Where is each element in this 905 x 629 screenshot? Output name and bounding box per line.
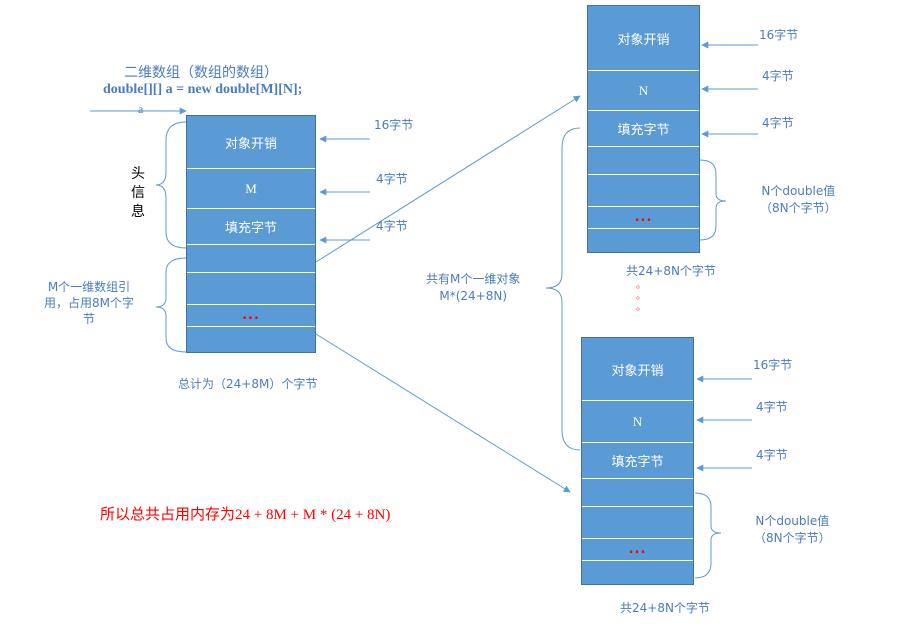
size-label: 4字节 [762, 116, 794, 130]
header-info-label: 头 信 息 [131, 166, 145, 220]
cell-padding: 填充字节 [588, 110, 699, 146]
cell-value [588, 228, 699, 254]
cell-length: M [187, 168, 315, 208]
values-brace-bottom [694, 492, 722, 579]
values-note: N个double值 （8N个字节） [760, 184, 837, 215]
cell-object-overhead: 对象开销 [611, 363, 664, 379]
main-array-block: 对象开销 M 填充字节 ... [186, 115, 316, 353]
more-rows-dots: 。 。 。 [636, 280, 646, 313]
values-brace-top [699, 159, 727, 241]
cell-ref-ellipsis: ... [187, 304, 315, 326]
cell-value [582, 506, 693, 538]
ellipsis: ... [242, 308, 260, 323]
code-line: double[][] a = new double[M][N]; [103, 82, 303, 97]
size-label: 16字节 [374, 118, 414, 132]
cell-value [588, 146, 699, 174]
refs-note: M个一维数组引 用，占用8M个字 节 [44, 280, 134, 326]
cell-ref [187, 244, 315, 272]
cell-object-overhead: 对象开销 [224, 136, 277, 152]
row-object-top: 对象开销 N 填充字节 ... [587, 5, 700, 253]
refs-brace [155, 257, 187, 353]
row-total: 共24+8N个字节 [626, 264, 716, 278]
size-label: 4字节 [762, 69, 794, 83]
group-brace [545, 127, 581, 451]
row-total: 共24+8N个字节 [620, 601, 710, 615]
cell-value [588, 174, 699, 206]
cell-value [582, 478, 693, 506]
size-label: 16字节 [753, 358, 793, 372]
conclusion-text: 所以总共占用内存为24 + 8M + M * (24 + 8N) [100, 507, 391, 523]
size-label: 4字节 [376, 172, 408, 186]
cell-ref [187, 326, 315, 354]
ref-label: a [138, 102, 144, 116]
size-label: 4字节 [756, 400, 788, 414]
cell-value-ellipsis: ... [582, 538, 693, 560]
values-note: N个double值 （8N个字节） [754, 514, 831, 545]
cell-length: N [588, 70, 699, 110]
header-brace [155, 121, 187, 249]
row-object-bottom: 对象开销 N 填充字节 ... [581, 337, 694, 585]
cell-length: N [582, 400, 693, 442]
pointer-arrow-top [315, 95, 581, 263]
main-total: 总计为（24+8M）个字节 [178, 377, 318, 391]
size-label: 4字节 [376, 219, 408, 233]
size-label: 16字节 [759, 28, 799, 42]
ellipsis: ... [628, 542, 647, 557]
cell-value-ellipsis: ... [588, 206, 699, 228]
group-note: 共有M个一维对象 M*(24+8N) [426, 272, 521, 303]
pointer-arrow-bottom [315, 333, 571, 493]
cell-ref [187, 272, 315, 304]
diagram-title: 二维数组（数组的数组） [124, 65, 278, 81]
ellipsis: ... [634, 210, 653, 225]
cell-value [582, 560, 693, 586]
cell-padding: 填充字节 [582, 442, 693, 478]
cell-object-overhead: 对象开销 [617, 32, 670, 48]
cell-padding: 填充字节 [187, 208, 315, 244]
size-label: 4字节 [756, 448, 788, 462]
